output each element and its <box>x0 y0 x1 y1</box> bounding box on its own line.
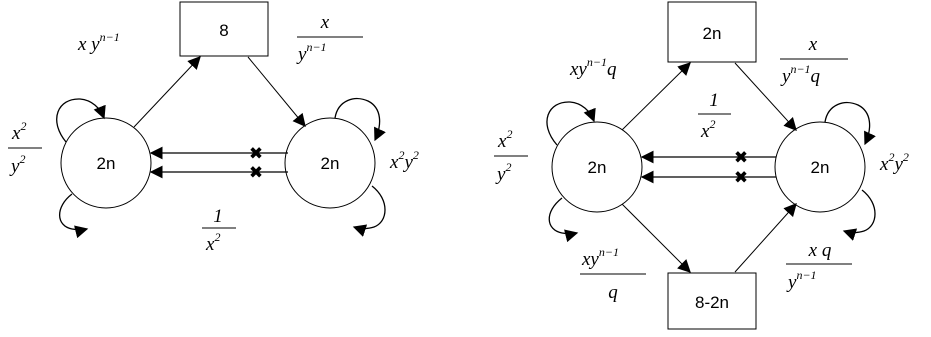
left-node-right-upper-loop <box>334 97 386 142</box>
right-node-right-loop-label: x2y2 <box>879 150 909 175</box>
left-gauge-node-left <box>60 117 152 209</box>
left-node-left-upper-loop <box>56 98 106 143</box>
right-edge-to-top-label: xyn−1q <box>569 55 617 80</box>
right-edge-from-top-arrow <box>734 62 797 131</box>
right-node-left-lower-loop <box>548 197 579 243</box>
svg-text:x2: x2 <box>700 117 715 142</box>
right-node-right-upper-loop <box>824 101 876 146</box>
left-node-left-lower-loop <box>58 193 89 239</box>
right-node-left-upper-loop <box>546 101 596 146</box>
right-edge-to-bottom-arrow <box>621 203 691 273</box>
right-bifund-cross-upper: ✖ <box>734 148 748 168</box>
right-bifund-label: 1 x2 <box>698 90 731 142</box>
right-gauge-node-right-label: 2n <box>811 158 830 177</box>
right-edge-to-bottom-label: xyn−1 q <box>580 245 646 303</box>
right-flavor-bottom-box <box>667 272 757 330</box>
left-flavor-box-label: 8 <box>219 21 228 40</box>
left-quiver: 8 2n 2n ✖ ✖ x yn−1 x yn−1 x2 <box>8 1 419 255</box>
left-edge-from-box-arrow <box>247 56 306 128</box>
svg-text:q: q <box>608 282 618 303</box>
right-edge-from-bottom-label: x q yn−1 <box>786 240 852 293</box>
right-flavor-top-box-label: 2n <box>703 24 722 43</box>
right-node-right-lower-loop <box>842 189 876 241</box>
left-edge-to-box-arrow <box>133 56 201 128</box>
right-bifund-cross-lower: ✖ <box>734 168 748 188</box>
svg-text:x2: x2 <box>11 119 26 144</box>
left-edge-to-box-label: x yn−1 <box>77 30 120 55</box>
left-edge-from-box-label: x yn−1 <box>296 12 363 65</box>
right-gauge-node-left-label: 2n <box>588 158 607 177</box>
svg-text:x2: x2 <box>205 230 220 255</box>
svg-text:xyn−1: xyn−1 <box>581 245 619 270</box>
right-flavor-top-box <box>667 1 757 63</box>
left-bifund-cross-lower: ✖ <box>249 163 263 183</box>
right-gauge-node-right <box>774 121 866 213</box>
svg-text:x2: x2 <box>497 127 512 152</box>
right-edge-to-top-arrow <box>621 62 691 131</box>
svg-text:x: x <box>808 34 818 55</box>
right-quiver: 2n 8-2n 2n 2n ✖ ✖ xyn−1q x yn−1q <box>494 1 909 330</box>
svg-text:1: 1 <box>709 90 719 111</box>
svg-text:1: 1 <box>213 206 223 227</box>
svg-text:yn−1: yn−1 <box>786 268 817 293</box>
left-flavor-box <box>179 1 269 57</box>
left-bifund-label: 1 x2 <box>202 206 236 255</box>
right-node-left-loop-label: x2 y2 <box>494 127 528 185</box>
left-bifund-cross-upper: ✖ <box>249 144 263 164</box>
left-gauge-node-right <box>284 117 376 209</box>
svg-text:yn−1q: yn−1q <box>780 62 821 87</box>
svg-text:y2: y2 <box>495 160 511 185</box>
right-edge-from-bottom-arrow <box>734 203 797 273</box>
left-node-right-loop-label: x2y2 <box>389 148 419 173</box>
right-flavor-bottom-box-label: 8-2n <box>695 293 729 312</box>
left-node-right-lower-loop <box>352 185 386 237</box>
svg-text:x: x <box>320 12 330 33</box>
right-gauge-node-left <box>551 121 643 213</box>
svg-text:yn−1: yn−1 <box>296 40 327 65</box>
svg-text:x q: x q <box>808 240 832 261</box>
left-node-left-loop-label: x2 y2 <box>8 119 42 177</box>
left-gauge-node-left-label: 2n <box>97 154 116 173</box>
svg-text:y2: y2 <box>9 152 25 177</box>
right-edge-from-top-label: x yn−1q <box>780 34 848 87</box>
left-gauge-node-right-label: 2n <box>321 154 340 173</box>
